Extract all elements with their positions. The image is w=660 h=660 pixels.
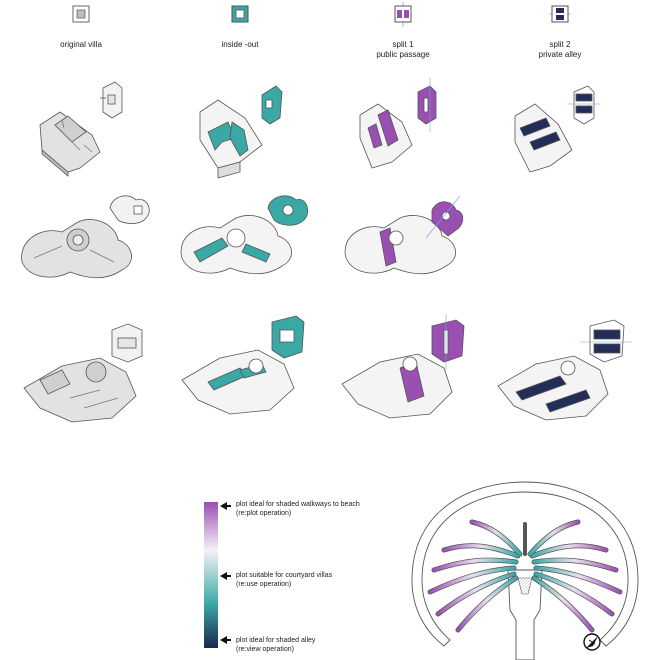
column-label-split-2: split 2 private alley (490, 40, 630, 60)
square-ring-grey-icon (72, 5, 90, 23)
column-label-line2: public passage (376, 50, 430, 59)
row-1-split-2 (514, 85, 600, 173)
header-icons (72, 2, 571, 27)
legend-item-courtyard: plot suitable for courtyard villas (re:u… (236, 571, 406, 589)
legend-gradient (204, 502, 218, 648)
column-label-original-villa: original villa (11, 40, 151, 50)
row-3-split-2 (497, 319, 632, 421)
legend-item-walkways: plot ideal for shaded walkways to beach … (236, 500, 406, 518)
column-label-inside-out: inside -out (170, 40, 310, 50)
row-3-original-villa (23, 323, 143, 423)
column-label-split-1: split 1 public passage (333, 40, 473, 60)
legend-item-title: plot ideal for shaded alley (236, 637, 316, 644)
column-label-line1: split 2 (549, 40, 571, 49)
row-3-split-1 (341, 314, 465, 419)
row-2-split-1 (344, 195, 464, 275)
palm-fronds (427, 519, 623, 633)
row-3-inside-out (181, 315, 305, 415)
villa-diagrams (21, 78, 632, 423)
legend-item-subtitle: (re:use operation) (236, 581, 292, 588)
column-label-line1: split 1 (392, 40, 414, 49)
split-navy-icon (549, 5, 571, 23)
pointer-arrow-icon (220, 572, 231, 580)
pointer-arrow-icon (220, 502, 231, 510)
legend-item-subtitle: (re:view operation) (236, 646, 294, 653)
row-1-split-1 (359, 78, 437, 169)
crescent-breakwater (411, 481, 639, 647)
column-label-line2: private alley (538, 50, 582, 59)
legend-item-title: plot suitable for courtyard villas (236, 572, 333, 579)
palm-island-map (411, 481, 639, 660)
row-1-original-villa (39, 81, 123, 177)
legend-item-title: plot ideal for shaded walkways to beach (236, 501, 360, 508)
legend-item-shaded-alley: plot ideal for shaded alley (re:view ope… (236, 636, 406, 654)
split-purple-icon (394, 2, 412, 27)
square-ring-teal-icon (231, 5, 249, 23)
column-label-line1: original villa (60, 40, 102, 49)
row-2-inside-out (180, 195, 309, 275)
row-1-inside-out (199, 85, 283, 179)
legend-item-subtitle: (re:plot operation) (236, 510, 292, 517)
column-label-line1: inside -out (221, 40, 259, 49)
north-arrow-icon (583, 633, 601, 651)
pointer-arrow-icon (220, 636, 231, 644)
row-2-original-villa (21, 195, 150, 279)
legend-pointers (220, 502, 231, 644)
